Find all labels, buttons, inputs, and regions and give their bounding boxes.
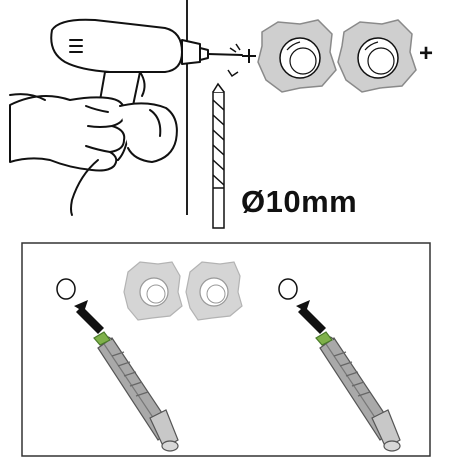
plus-connector-icon	[242, 49, 256, 63]
hole-marker-icon	[278, 278, 298, 300]
drill-dust-icon	[227, 43, 241, 78]
wall-plug-dowel-icon	[315, 331, 401, 452]
insert-arrow-icon	[296, 300, 326, 334]
drilled-hole-icon	[337, 19, 417, 93]
drill-bit-diameter-label: Ø10mm	[241, 184, 358, 219]
drilling-step	[9, 0, 417, 229]
drilled-hole-icon	[185, 261, 243, 321]
drilled-hole-icon	[123, 261, 183, 321]
wall-plug-dowel-icon	[93, 331, 179, 452]
drilled-hole-icon	[257, 19, 337, 93]
hole-marker-icon	[56, 278, 76, 300]
insert-dowels-step	[21, 242, 431, 457]
plus-sign: +	[419, 40, 434, 67]
drill-bit-icon	[212, 82, 225, 229]
insert-arrow-icon	[74, 300, 104, 334]
hand-drill-icon	[9, 18, 243, 216]
